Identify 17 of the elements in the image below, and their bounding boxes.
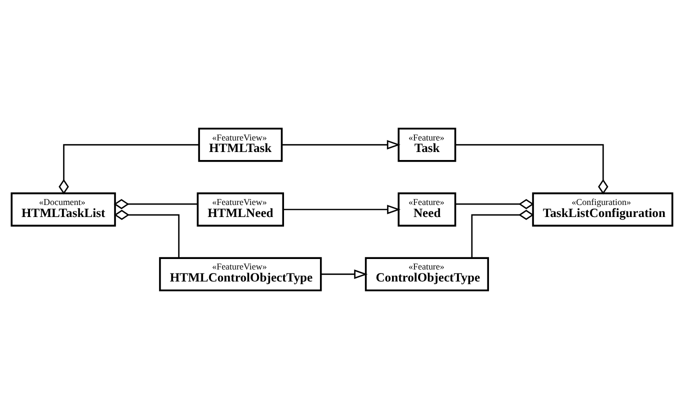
node-box: «Configuration» TaskListConfiguration	[532, 192, 674, 227]
arrow	[320, 270, 368, 279]
connector	[114, 198, 198, 210]
connector	[456, 198, 534, 210]
arrow	[283, 204, 401, 214]
node-box: «FeatureView» HTMLControlObjectType	[159, 257, 322, 292]
node-box: «FeatureView» HTMLTask	[198, 128, 283, 162]
connector	[114, 210, 180, 258]
node-box: «Feature» ControlObjectType	[364, 257, 489, 292]
node-box: «Document» HTMLTaskList	[10, 192, 116, 227]
node-box: «FeatureView» HTMLNeed	[196, 192, 284, 227]
connector	[58, 144, 199, 194]
connector	[471, 210, 534, 258]
arrow	[282, 140, 400, 150]
node-box: «Feature» Task	[398, 128, 456, 162]
node-box: «Feature» Need	[398, 192, 456, 227]
connector	[456, 144, 608, 194]
